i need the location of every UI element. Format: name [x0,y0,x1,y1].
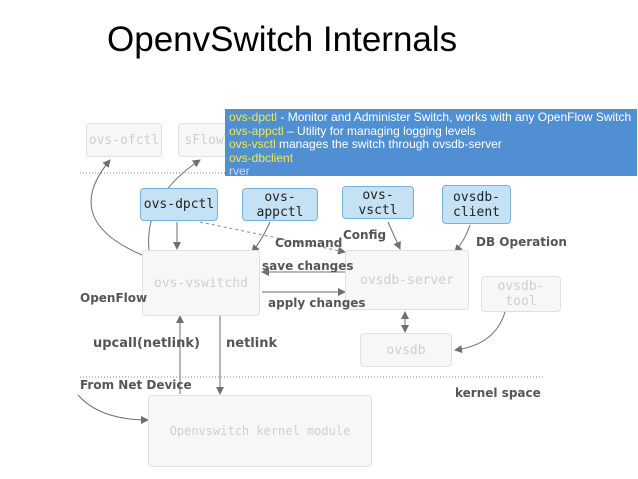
kernel-space-label: kernel space [455,386,541,400]
tooltip-line-partial: rver [229,164,250,176]
ovsdb-client-box: ovsdb- client [442,185,511,224]
arrow-tool-ovsdb [454,311,506,354]
tooltip-line-appctl: ovs-appctl – Utility for managing loggin… [229,123,633,139]
tooltip-cmd-vsctl: ovs-vsctl [229,137,276,151]
arrow-vsctl-server [387,221,401,250]
tooltip-line-dpctl: ovs-dpctl - Monitor and Administer Switc… [229,110,633,125]
from-net-device-label: From Net Device [80,378,192,392]
command-label: Command [275,236,343,250]
config-label: Config [343,228,387,242]
upcall-label: upcall(netlink) [93,336,200,351]
ovsdb-tool-box: ovsdb-tool [481,276,561,312]
ovs-dpctl-box: ovs-dpctl [140,188,218,221]
ovs-vswitchd-box: ovs-vswitchd [142,250,260,316]
arrow-dpctl-command [199,221,346,255]
arrow-client-server [454,224,471,253]
openflow-label: OpenFlow [80,291,148,305]
arrow-from-net-device [77,394,149,424]
tooltip-cmd-appctl: ovs-appctl [229,123,284,138]
tooltip-popup: ovs-dpctl - Monitor and Administer Switc… [225,109,637,176]
ovs-vsctl-box: ovs-vsctl [342,186,414,219]
apply-changes-label: apply changes [268,296,366,310]
arrow-appctl-vswitchd [251,221,271,253]
kernel-module-box: Openvswitch kernel module [148,395,372,467]
db-operation-label: DB Operation [476,235,567,249]
tooltip-text-appctl: – Utility for managing logging levels [283,123,476,138]
arrow-openflow-ofctl [90,159,143,256]
ovs-appctl-box: ovs-appctl [242,188,318,221]
tooltip-text-vsctl: manages the switch through ovsdb-server [275,137,502,151]
save-changes-label: save changes [262,259,354,273]
tooltip-line-vsctl: ovs-vsctl manages the switch through ovs… [229,137,633,152]
ovs-ofctl-box: ovs-ofctl [86,123,162,157]
tooltip-text-dpctl: - Monitor and Administer Switch, works w… [277,110,632,124]
netlink-label: netlink [226,336,278,351]
slide-title: OpenvSwitch Internals [107,20,458,59]
tooltip-cmd-dbclient: ovs-dbclient [229,150,294,165]
ovsdb-server-box: ovsdb-server [345,250,469,310]
ovsdb-box: ovsdb [360,333,452,367]
tooltip-cmd-dpctl: ovs-dpctl [229,110,278,124]
